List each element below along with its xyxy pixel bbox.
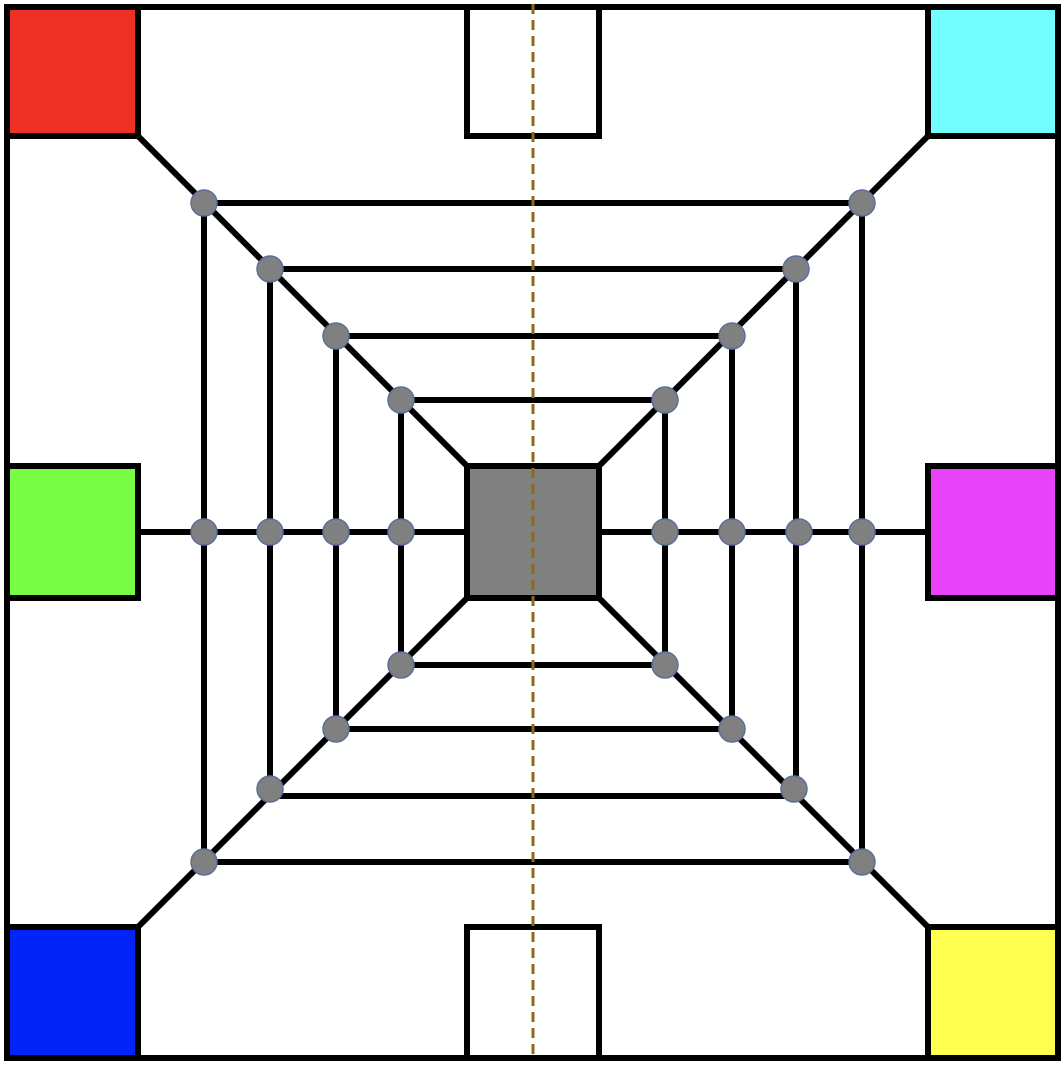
node-r3-top-left[interactable]: [322, 322, 350, 350]
bottom-middle-zone[interactable]: [464, 924, 602, 1061]
node-r4-top-right[interactable]: [651, 386, 679, 414]
diagonal-bottom-left: [135, 595, 470, 930]
node-r1-right[interactable]: [848, 518, 876, 546]
nodes-layer: [190, 189, 876, 876]
node-r2-left[interactable]: [256, 518, 284, 546]
spokes-layer: [135, 133, 931, 930]
node-r4-left[interactable]: [387, 518, 415, 546]
node-r1-bottom-left[interactable]: [190, 848, 218, 876]
left-side-zone[interactable]: [4, 463, 141, 601]
node-r3-top-right[interactable]: [718, 322, 746, 350]
node-r2-top-left[interactable]: [256, 255, 284, 283]
node-r1-top-left[interactable]: [190, 189, 218, 217]
bottom-left-zone[interactable]: [4, 924, 141, 1061]
diagonal-top-left: [135, 133, 470, 469]
node-r3-bottom-right[interactable]: [718, 715, 746, 743]
node-r3-right[interactable]: [718, 518, 746, 546]
bottom-right-zone[interactable]: [925, 924, 1061, 1061]
node-r1-left[interactable]: [190, 518, 218, 546]
node-r4-bottom-right[interactable]: [651, 651, 679, 679]
node-r4-right[interactable]: [651, 518, 679, 546]
top-left-zone[interactable]: [4, 4, 141, 139]
right-side-zone[interactable]: [925, 463, 1061, 601]
node-r4-bottom-left[interactable]: [387, 651, 415, 679]
node-r3-bottom-left[interactable]: [322, 715, 350, 743]
node-r2-right[interactable]: [785, 518, 813, 546]
top-right-zone[interactable]: [925, 4, 1061, 139]
node-r4-top-left[interactable]: [387, 386, 415, 414]
node-r3-left[interactable]: [322, 518, 350, 546]
node-r1-bottom-right[interactable]: [848, 848, 876, 876]
diagonal-top-right: [596, 133, 931, 469]
node-r1-top-right[interactable]: [848, 189, 876, 217]
diagonal-bottom-right: [596, 595, 931, 930]
node-r2-top-right[interactable]: [782, 255, 810, 283]
node-r2-bottom-right[interactable]: [780, 775, 808, 803]
node-r2-bottom-left[interactable]: [256, 775, 284, 803]
